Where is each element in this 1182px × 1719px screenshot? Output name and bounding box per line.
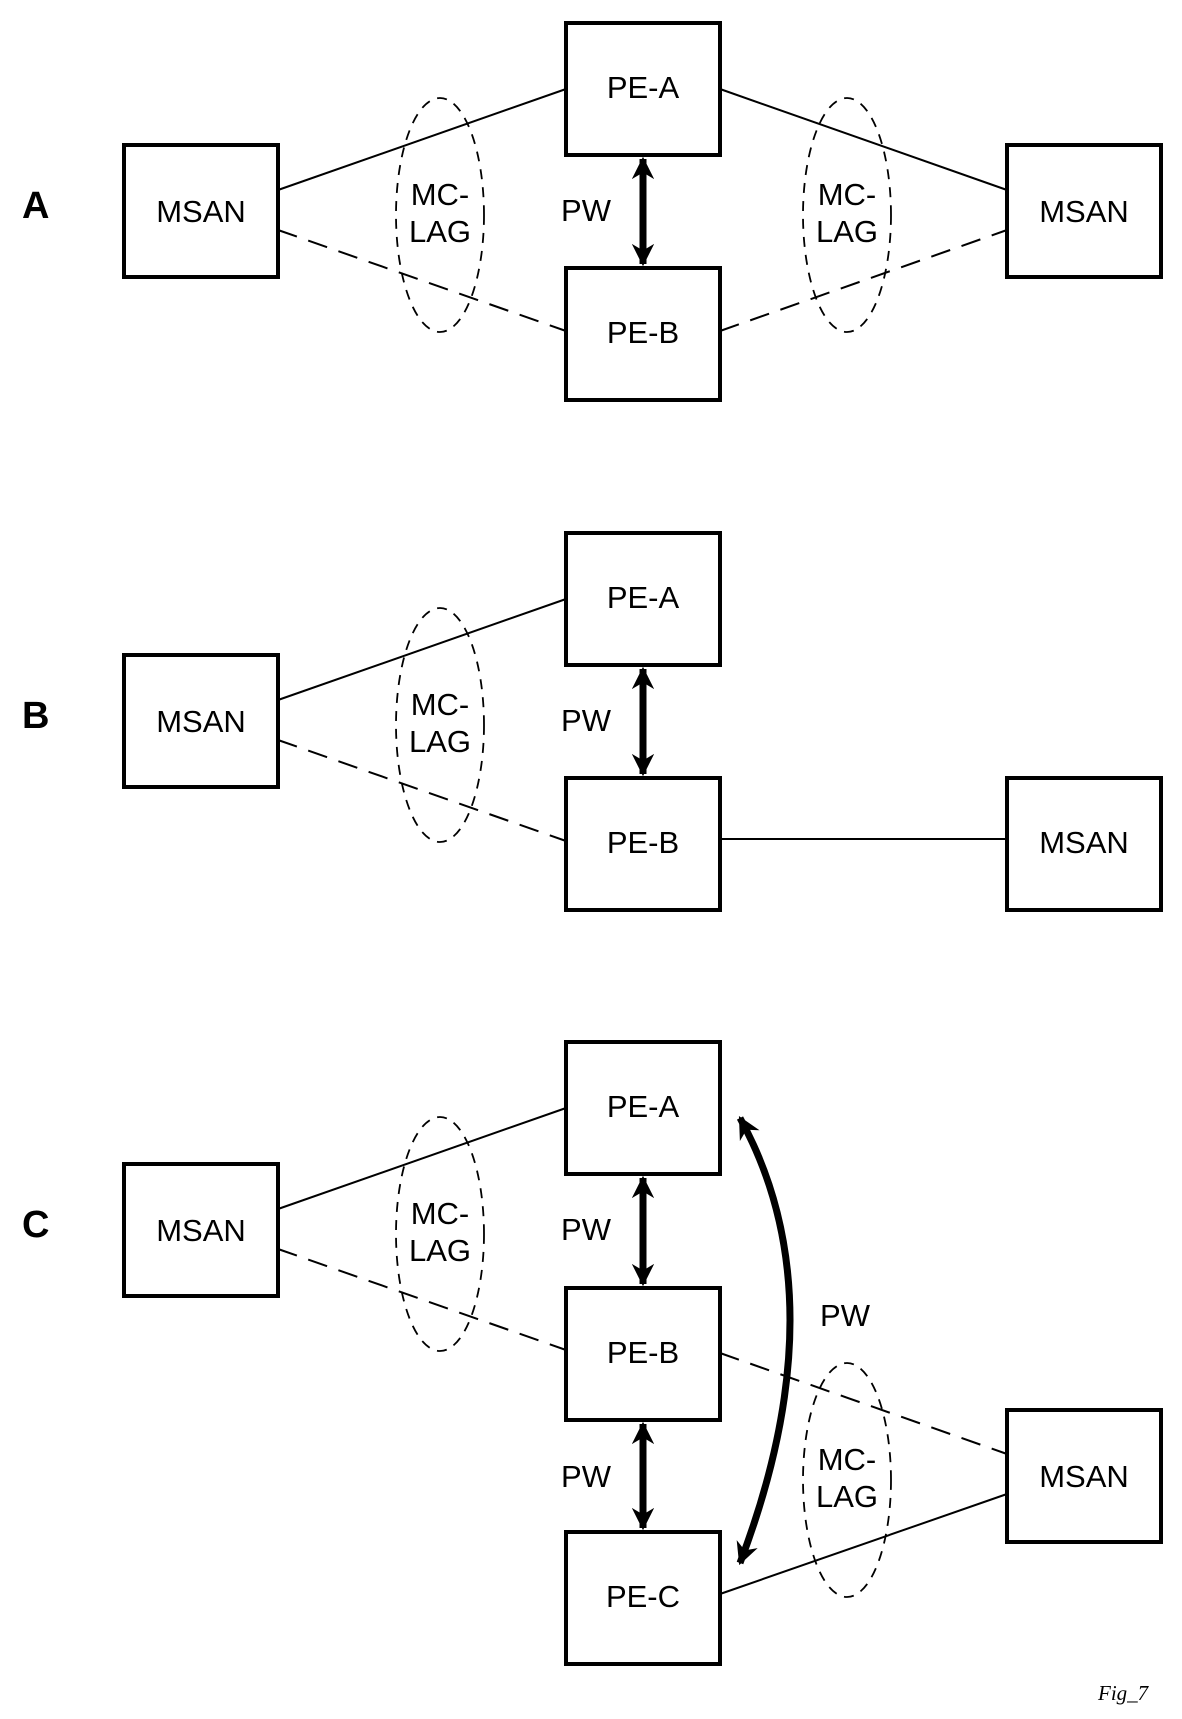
pw-label-curved: PW	[820, 1298, 871, 1333]
node-pe-a-label: PE-A	[607, 1089, 680, 1124]
node-pe-b	[564, 776, 722, 912]
node-pe-c	[564, 1530, 722, 1666]
mclag-label-right-line2: LAG	[816, 214, 878, 249]
link-msan-left-pe-b	[277, 739, 567, 842]
link-pe-b-msan-right	[719, 1352, 1008, 1455]
node-pe-a	[564, 531, 722, 667]
node-msan-left	[122, 653, 280, 789]
node-msan-right-label: MSAN	[1039, 825, 1129, 860]
link-msan-left-pe-a	[277, 598, 567, 701]
node-msan-right	[1005, 143, 1163, 279]
link-pe-a-msan-right	[719, 88, 1008, 191]
pw-arrow-pe-a-pe-c	[736, 1116, 794, 1566]
section-label-b: B	[22, 695, 49, 737]
node-msan-right	[1005, 1408, 1163, 1544]
node-pe-a	[564, 1040, 722, 1176]
node-msan-right-label: MSAN	[1039, 1459, 1129, 1494]
node-msan-left	[122, 1162, 280, 1298]
node-pe-c-label: PE-C	[606, 1579, 680, 1614]
mclag-ellipse-right	[802, 97, 892, 333]
node-pe-b-label: PE-B	[607, 315, 679, 350]
mclag-label-left-line1: MC-	[411, 687, 470, 722]
link-msan-left-pe-a	[277, 1107, 567, 1210]
node-pe-a-label: PE-A	[607, 70, 680, 105]
link-msan-left-pe-b	[277, 1248, 567, 1351]
mclag-label-right-line1: MC-	[818, 177, 877, 212]
node-msan-right-label: MSAN	[1039, 194, 1129, 229]
mclag-ellipse-right	[802, 1362, 892, 1598]
pw-label: PW	[561, 703, 612, 738]
link-pe-b-msan-right	[719, 229, 1008, 332]
node-pe-b-label: PE-B	[607, 1335, 679, 1370]
mclag-ellipse-left	[395, 607, 485, 843]
link-msan-left-pe-b	[277, 229, 567, 332]
mclag-label-right-line2: LAG	[816, 1479, 878, 1514]
node-pe-b	[564, 1286, 722, 1422]
section-label-a: A	[22, 185, 49, 227]
node-msan-left	[122, 143, 280, 279]
node-msan-left-label: MSAN	[156, 704, 246, 739]
mclag-label-right-line1: MC-	[818, 1442, 877, 1477]
mclag-ellipse-left	[395, 1116, 485, 1352]
node-pe-b	[564, 266, 722, 402]
node-msan-left-label: MSAN	[156, 1213, 246, 1248]
link-pe-c-msan-right	[719, 1493, 1008, 1595]
mclag-label-left-line1: MC-	[411, 1196, 470, 1231]
node-pe-a-label: PE-A	[607, 580, 680, 615]
pw-label-ab: PW	[561, 1212, 612, 1247]
node-pe-a	[564, 21, 722, 157]
figure-caption: Fig_7	[1097, 1681, 1150, 1705]
pw-label-bc: PW	[561, 1459, 612, 1494]
pw-label: PW	[561, 193, 612, 228]
mclag-label-left-line1: MC-	[411, 177, 470, 212]
node-pe-b-label: PE-B	[607, 825, 679, 860]
section-b: B MC- LAG MSAN PE-A PE-B MSAN PW	[22, 531, 1163, 912]
mclag-label-left-line2: LAG	[409, 214, 471, 249]
node-msan-right	[1005, 776, 1163, 912]
section-c: C MC- LAG MC- LAG PW MSAN PE-A PE-B PE-C…	[22, 1040, 1163, 1666]
section-label-c: C	[22, 1204, 49, 1246]
section-a: A MC- LAG MC- LAG MSAN PE-A PE-B MSAN PW	[22, 21, 1163, 402]
mclag-label-left-line2: LAG	[409, 1233, 471, 1268]
mclag-ellipse-left	[395, 97, 485, 333]
mclag-label-left-line2: LAG	[409, 724, 471, 759]
node-msan-left-label: MSAN	[156, 194, 246, 229]
link-msan-left-pe-a	[277, 88, 567, 191]
